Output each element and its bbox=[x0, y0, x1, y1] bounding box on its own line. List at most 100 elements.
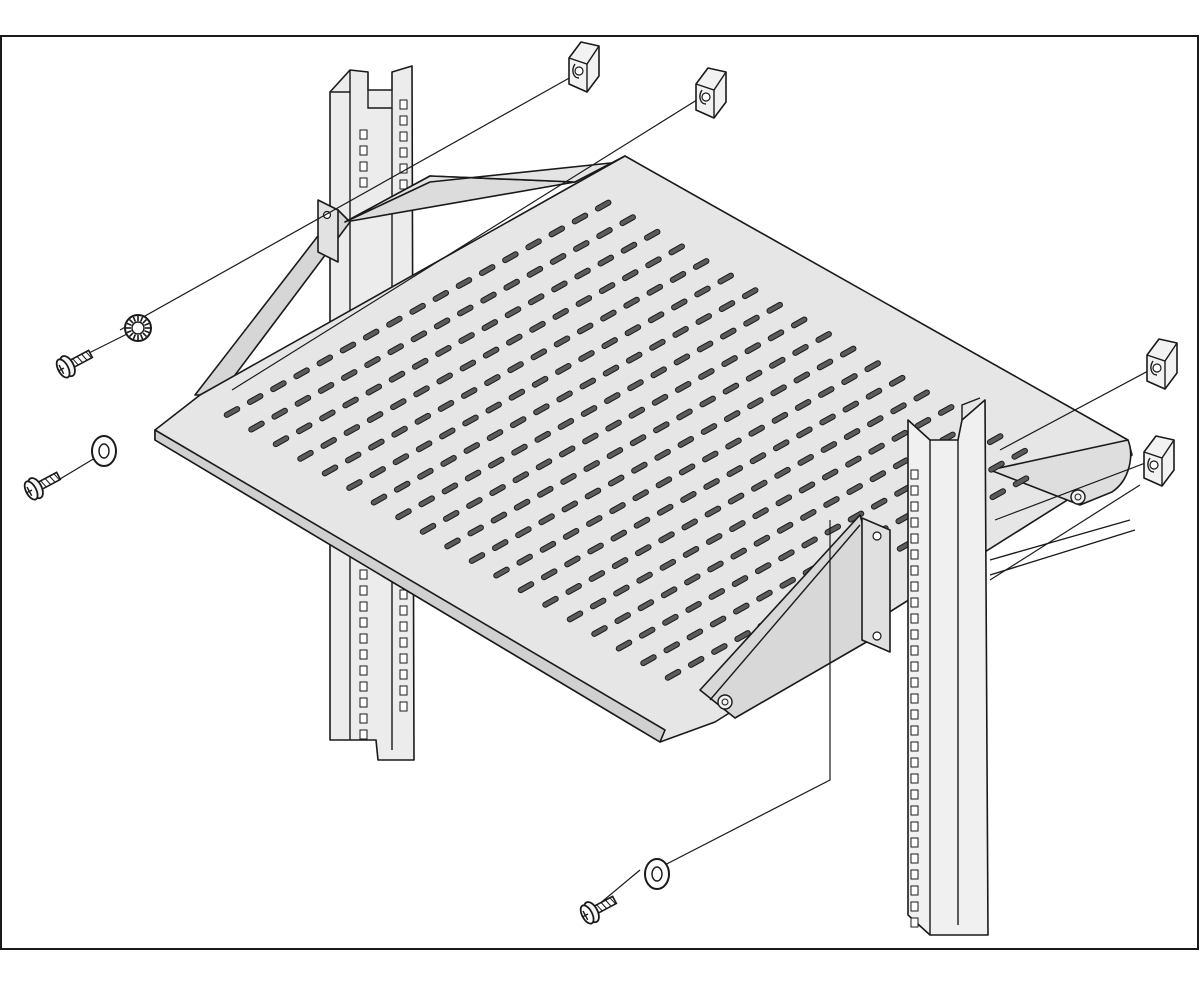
rack-hole bbox=[910, 805, 919, 816]
vent-slot bbox=[527, 293, 545, 306]
vent-slot bbox=[643, 228, 661, 241]
vent-slot bbox=[529, 320, 546, 333]
vent-slot bbox=[607, 474, 625, 487]
vent-slot bbox=[623, 296, 640, 309]
shelf-right-lip bbox=[989, 439, 1132, 506]
vent-slot bbox=[320, 436, 337, 449]
rack-hole bbox=[399, 589, 408, 600]
vent-slot bbox=[816, 358, 834, 371]
vent-slot bbox=[864, 360, 881, 373]
vent-slot bbox=[342, 396, 359, 409]
vent-slot bbox=[989, 488, 1007, 501]
vent-slot bbox=[395, 508, 412, 521]
vent-slot bbox=[346, 479, 363, 491]
vent-slot bbox=[726, 465, 744, 478]
vent-slot bbox=[801, 536, 818, 549]
rack-hole bbox=[399, 637, 408, 648]
vent-slot bbox=[645, 256, 662, 269]
vent-slot bbox=[589, 597, 607, 610]
rack-hole bbox=[910, 837, 919, 848]
vent-slot bbox=[819, 413, 836, 426]
rack-hole bbox=[910, 581, 919, 592]
vent-slot bbox=[502, 251, 519, 264]
vent-slot bbox=[722, 382, 740, 395]
rack-hole bbox=[910, 629, 919, 640]
vent-slot bbox=[417, 467, 434, 480]
vent-slot bbox=[294, 394, 312, 407]
vent-slot bbox=[628, 406, 646, 419]
vent-slot bbox=[752, 507, 769, 520]
vent-slot bbox=[343, 424, 361, 436]
vent-slot bbox=[865, 387, 883, 400]
vent-slot bbox=[270, 380, 287, 393]
vent-slot bbox=[511, 443, 528, 456]
vent-slot bbox=[818, 386, 835, 398]
vent-slot bbox=[671, 298, 688, 311]
vent-slot bbox=[534, 430, 551, 443]
vent-slot bbox=[507, 361, 524, 374]
vent-slot bbox=[295, 422, 313, 435]
rack-hole bbox=[910, 901, 919, 912]
vent-slot bbox=[436, 372, 453, 385]
vent-slot bbox=[685, 600, 702, 613]
vent-slot bbox=[767, 329, 785, 342]
vent-slot bbox=[890, 402, 907, 415]
vent-slot bbox=[489, 484, 506, 497]
vent-slot bbox=[526, 265, 544, 278]
cage-nut-icon bbox=[1143, 435, 1175, 487]
vent-slot bbox=[754, 562, 772, 575]
vent-slot bbox=[769, 356, 786, 369]
vent-slot bbox=[272, 435, 290, 448]
vent-slot bbox=[815, 331, 832, 343]
vent-slot bbox=[674, 380, 692, 393]
shelf-front-edge bbox=[154, 429, 666, 743]
rack-hole bbox=[910, 773, 919, 784]
rack-hole bbox=[359, 617, 368, 628]
vent-slot bbox=[692, 258, 710, 270]
vent-slot bbox=[490, 511, 508, 524]
rack-hole bbox=[399, 99, 408, 110]
vent-slot bbox=[870, 497, 888, 510]
rack-hole bbox=[910, 485, 919, 496]
vent-slot bbox=[660, 586, 678, 599]
rack-hole bbox=[359, 601, 368, 612]
vent-slot bbox=[718, 300, 736, 313]
vent-slot bbox=[410, 330, 428, 343]
vent-slot bbox=[733, 602, 750, 615]
vent-slot bbox=[659, 558, 677, 571]
vent-slot bbox=[793, 371, 811, 384]
rack-hole bbox=[359, 729, 368, 740]
assembly-leader-lines bbox=[49, 71, 1151, 906]
rack-hole bbox=[910, 757, 919, 768]
vent-slot bbox=[580, 405, 598, 417]
vent-slot bbox=[770, 384, 787, 397]
vent-slot bbox=[439, 427, 456, 440]
vent-slot bbox=[576, 322, 594, 335]
vent-slot bbox=[629, 434, 647, 447]
vent-slot bbox=[627, 379, 644, 392]
vent-slot bbox=[614, 612, 631, 625]
vent-slot bbox=[705, 533, 723, 545]
vent-slot bbox=[602, 364, 620, 377]
vent-slot bbox=[800, 508, 817, 521]
vent-slot bbox=[462, 414, 479, 427]
vent-slot bbox=[775, 494, 793, 507]
rear-rail-lower bbox=[989, 519, 1131, 561]
vent-slot bbox=[988, 460, 1005, 473]
vent-slot bbox=[393, 480, 411, 493]
rack-hole bbox=[359, 145, 368, 156]
vent-slot bbox=[414, 412, 432, 425]
vent-slot bbox=[537, 485, 554, 498]
rack-hole bbox=[359, 129, 368, 140]
vent-slot bbox=[463, 442, 481, 454]
vent-slot bbox=[562, 527, 580, 540]
plain-washer bbox=[91, 435, 117, 467]
rack-hole bbox=[359, 177, 368, 188]
plain-washer bbox=[644, 858, 670, 890]
vent-slot bbox=[913, 389, 930, 402]
vent-slot bbox=[271, 407, 288, 420]
vent-slot bbox=[440, 454, 457, 467]
vent-slot bbox=[565, 582, 582, 595]
vent-slot bbox=[676, 408, 693, 421]
rack-hole bbox=[910, 661, 919, 672]
